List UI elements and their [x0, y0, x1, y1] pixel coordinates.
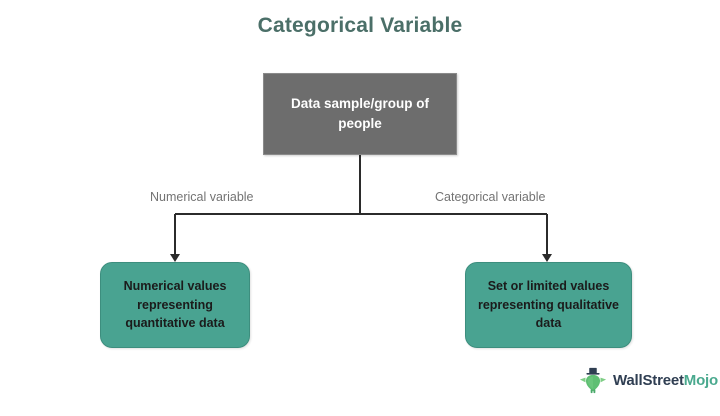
- leaf-node-numerical-values: Numerical values representing quantitati…: [100, 262, 250, 348]
- arrowhead-left-icon: [170, 254, 180, 262]
- edge-label-numerical-variable: Numerical variable: [150, 190, 254, 204]
- brand-wordmark: WallStreetMojo: [613, 373, 718, 388]
- brand-wordmark-primary: WallStreet: [613, 371, 684, 389]
- arrowhead-right-icon: [542, 254, 552, 262]
- root-node-label: Data sample/group of people: [290, 96, 430, 131]
- leaf-node-set-or-limited-values: Set or limited values representing quali…: [465, 262, 632, 348]
- page-title: Categorical Variable: [257, 14, 463, 37]
- brand-wordmark-secondary: Mojo: [683, 371, 718, 389]
- leaf-node-left-label: Numerical values representing quantitati…: [123, 278, 227, 331]
- root-node-data-sample: Data sample/group of people: [263, 73, 457, 155]
- brand-logo: WallStreetMojo: [578, 362, 718, 398]
- wallstreetmojo-bull-icon: [579, 367, 607, 394]
- leaf-node-right-label: Set or limited values representing quali…: [477, 278, 619, 331]
- edge-label-categorical-variable: Categorical variable: [435, 190, 546, 204]
